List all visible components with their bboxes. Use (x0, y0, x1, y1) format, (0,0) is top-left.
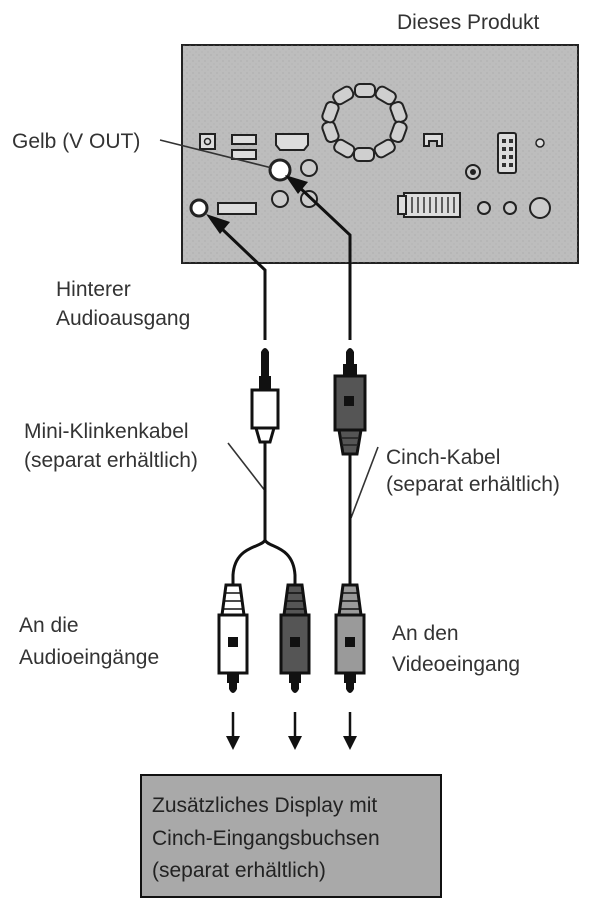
mini-jack-label-2: (separat erhältlich) (24, 449, 198, 472)
small-square-port-dot (203, 137, 212, 146)
main-connector-pins (411, 197, 455, 213)
jack-right-3 (529, 197, 551, 219)
v-out-label: Gelb (V OUT) (12, 130, 140, 153)
cinch-arrowhead (285, 175, 308, 194)
small-bracket-port (423, 133, 443, 147)
mini-jack-plug (250, 348, 280, 444)
usb-port-1 (231, 134, 257, 145)
vent-ring-icon (321, 83, 408, 162)
main-connector (403, 192, 461, 218)
audio-inputs-label-1: An die (19, 614, 79, 637)
rca-plug-video (334, 583, 366, 693)
display-box-line3: (separat erhältlich) (152, 859, 326, 882)
leader-mini-jack (227, 442, 267, 493)
video-input-label-2: Videoeingang (392, 653, 520, 676)
mini-jack-y-split (231, 539, 297, 585)
small-square-port (199, 133, 216, 150)
round-jack-b (271, 190, 289, 208)
video-input-label-1: An den (392, 622, 459, 645)
antenna-jack-core (470, 169, 476, 175)
round-jack-c (300, 190, 318, 208)
jack-right-1 (477, 201, 491, 215)
mini-jack-arrowhead (206, 214, 230, 234)
flat-connector (217, 202, 257, 215)
rca-plug-audio-dark (279, 583, 311, 693)
audio-inputs-label-2: Audioeingänge (19, 646, 159, 669)
main-connector-tab (397, 195, 407, 215)
cinch-label-1: Cinch-Kabel (386, 446, 500, 469)
display-box-line2: Cinch-Eingangsbuchsen (152, 827, 380, 850)
usb-port-2 (231, 149, 257, 160)
leader-v-out (159, 139, 273, 169)
mini-jack-label-1: Mini-Klinkenkabel (24, 420, 189, 443)
rear-audio-jack (189, 198, 209, 218)
product-label: Dieses Produkt (397, 11, 540, 34)
arrow-down-icon-head (343, 736, 357, 750)
cinch-label-2: (separat erhältlich) (386, 473, 560, 496)
product-rear-panel (181, 44, 579, 264)
arrow-down-icon-head (226, 736, 240, 750)
cinch-cable-top (296, 184, 352, 340)
rear-audio-label-1: Hinterer (56, 278, 131, 301)
leader-cinch (350, 446, 379, 519)
cinch-plug-top (333, 348, 367, 456)
rca-plug-audio-white (217, 583, 249, 693)
display-box-line1: Zusätzliches Display mit (152, 794, 377, 817)
hdmi-port (275, 133, 309, 151)
down-arrows (226, 712, 357, 750)
arrow-down-icon-head (288, 736, 302, 750)
multi-pin-port (497, 132, 517, 174)
jack-right-2 (503, 201, 517, 215)
display-box-rect (140, 774, 442, 898)
additional-display-box: Zusätzliches Display mit Cinch-Eingangsb… (140, 774, 442, 898)
mini-jack-cable-top (219, 226, 267, 340)
rear-audio-label-2: Audioausgang (56, 307, 190, 330)
multi-pin-port-pins (502, 139, 513, 167)
small-hole (535, 138, 545, 148)
round-jack-a (300, 159, 318, 177)
